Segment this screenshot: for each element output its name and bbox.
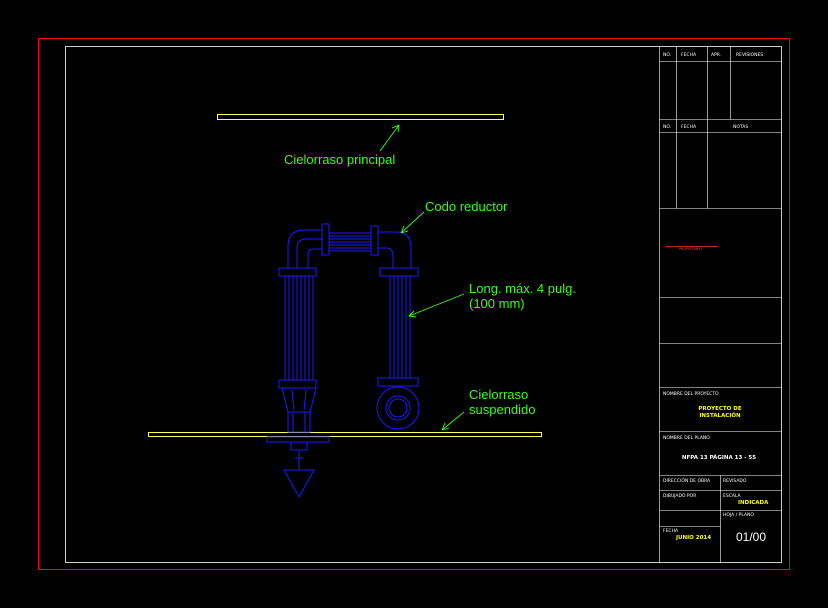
rev-revisions-header: REVISIONES <box>736 52 763 58</box>
callout-leaders <box>379 124 465 431</box>
leader-suspended <box>441 411 465 431</box>
date-value: JUNIO 2014 <box>675 535 711 541</box>
label-suspended-1: Cielorraso <box>469 387 528 402</box>
date-label: FECHA <box>663 528 679 534</box>
rev-no-header: NO. <box>663 52 671 58</box>
label-max-length-2: (100 mm) <box>469 296 525 311</box>
owner-label: PROPIETARIO <box>679 247 702 251</box>
label-main-ceiling: Cielorraso principal <box>284 152 395 167</box>
sheet-label: HOJA / PLANO <box>723 512 754 518</box>
drawing-frame <box>65 46 782 563</box>
leader-max-length <box>408 293 465 317</box>
notes-header: NOTAS <box>733 124 748 130</box>
suspended-ceiling <box>148 432 542 437</box>
leader-main-ceiling <box>379 124 400 152</box>
pipe-assembly <box>266 223 420 499</box>
scale-label: ESCALA <box>723 493 742 499</box>
notes-no-header: NO. <box>663 124 671 130</box>
label-max-length-1: Long. máx. 4 pulg. <box>469 281 576 296</box>
plan-label: NOMBRE DEL PLANO <box>663 435 710 441</box>
label-suspended-2: suspendido <box>469 402 536 417</box>
project-line-2: INSTALACIÓN <box>699 412 741 419</box>
drawing-label: DIBUJADO POR <box>663 493 696 499</box>
main-ceiling <box>217 114 504 120</box>
rev-date-header: FECHA <box>681 52 697 58</box>
notes-date-header: FECHA <box>681 124 697 130</box>
title-block <box>659 46 782 563</box>
sheet-number: 01/00 <box>736 530 766 544</box>
arrow-max-length <box>408 310 417 318</box>
arrow-suspended <box>441 422 450 431</box>
review-label: REVISADO <box>723 478 747 484</box>
scale-value: INDICADA <box>738 500 769 506</box>
label-reducer: Codo reductor <box>425 199 508 214</box>
outer-border <box>38 38 790 570</box>
director-label: DIRECCIÓN DE OBRA <box>663 477 711 484</box>
project-line-1: PROYECTO DE <box>698 406 741 412</box>
plan-name: NFPA 13 PÁGINA 13 - 55 <box>682 454 756 461</box>
arrow-reducer <box>400 225 409 234</box>
arrow-main-ceiling <box>391 124 400 133</box>
project-label: NOMBRE DEL PROYECTO <box>663 391 719 397</box>
leader-reducer <box>400 211 425 234</box>
rev-apr-header: APR. <box>711 52 721 58</box>
